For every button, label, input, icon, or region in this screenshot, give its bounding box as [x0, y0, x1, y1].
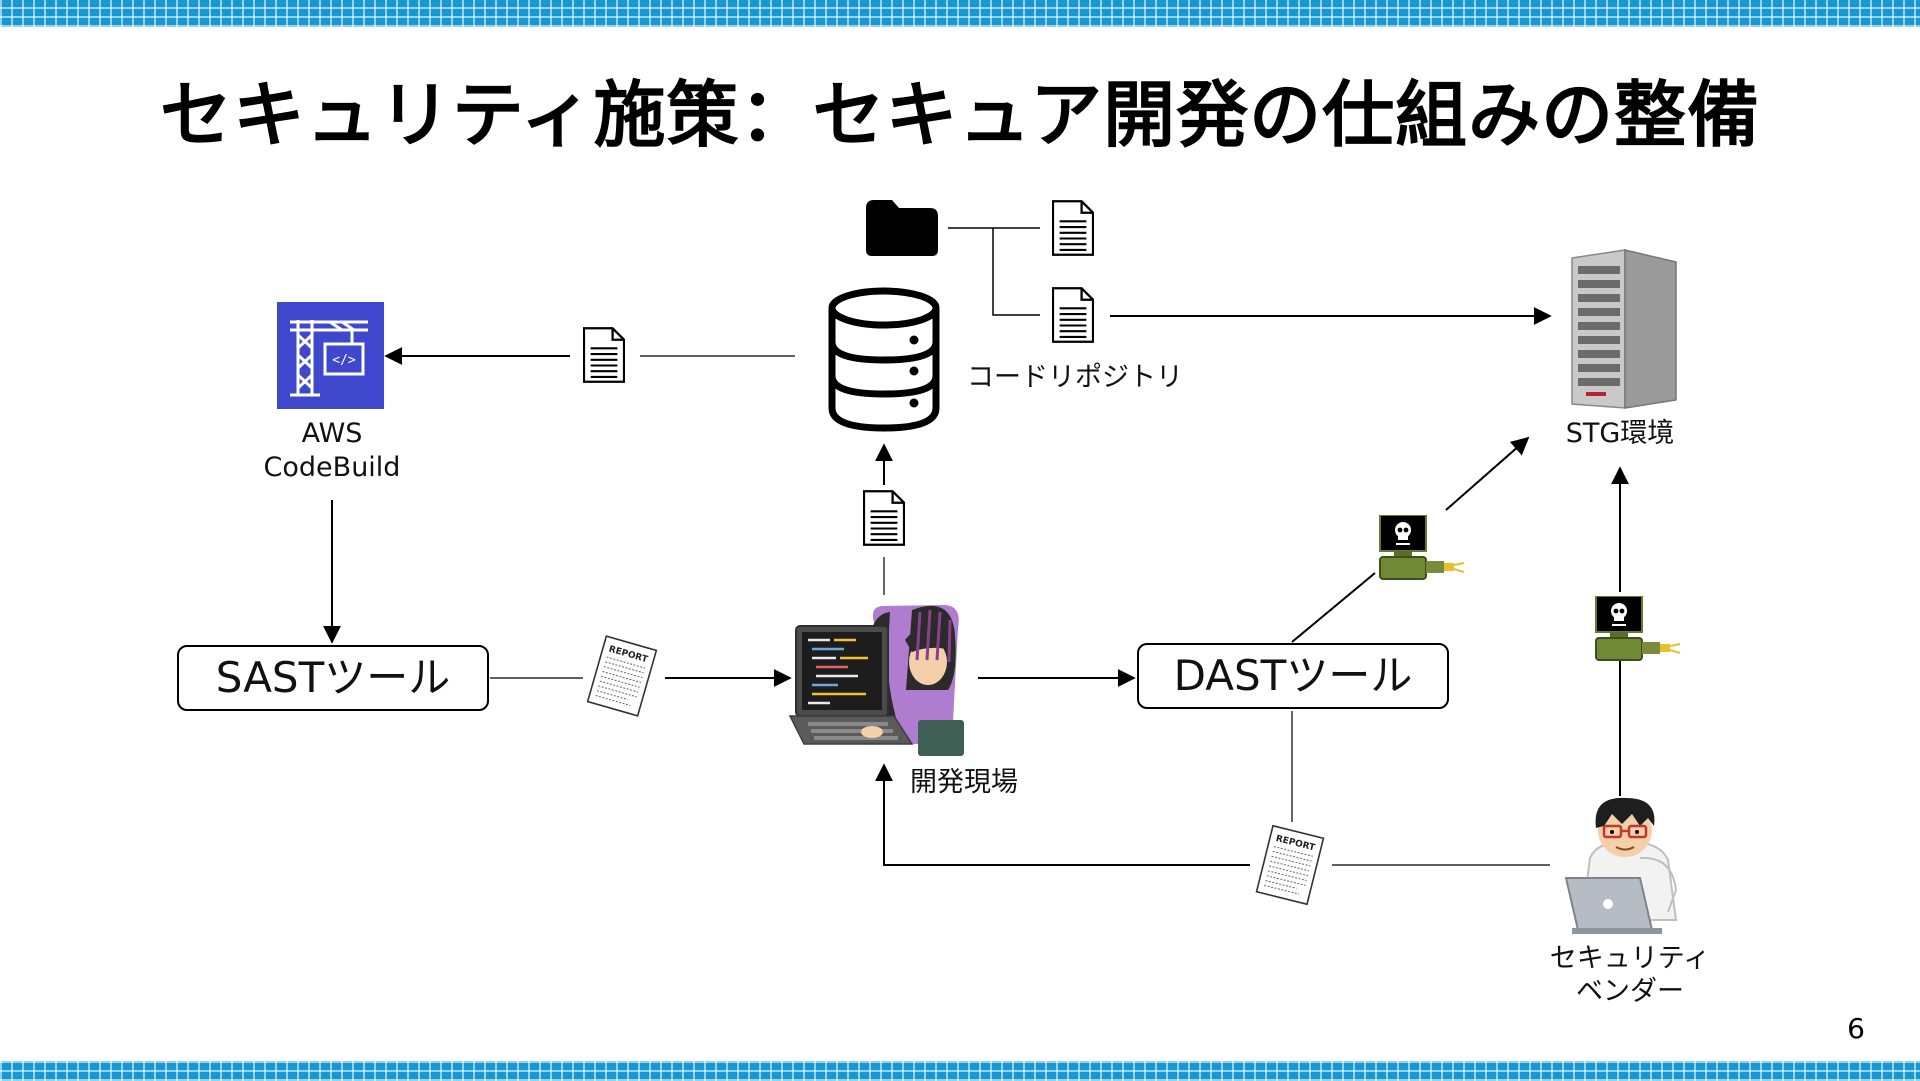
- edge-folder-branch: [992, 228, 1040, 316]
- codebuild-label-line1: AWS: [302, 418, 363, 449]
- bottom-decorative-band: [0, 1061, 1920, 1081]
- connectors: [323, 227, 1629, 866]
- aws-codebuild-icon: </>: [277, 302, 384, 409]
- document-icon: [1052, 287, 1094, 343]
- edge-report-to-dev: [875, 763, 1250, 866]
- top-decorative-band: [0, 0, 1920, 27]
- stg-label: STG環境: [1566, 418, 1675, 449]
- developer-laptop-icon: [788, 605, 964, 756]
- page-number: 6: [1847, 1012, 1865, 1045]
- security-engineer-icon: [1564, 797, 1678, 934]
- edge-attack-to-stg: [1445, 436, 1530, 511]
- dev-label: 開発現場: [910, 767, 1018, 798]
- dast-tool-box: DASTツール: [1137, 643, 1449, 709]
- svg-text:</>: </>: [332, 353, 356, 368]
- database-icon: [828, 287, 940, 432]
- edge-dast-attack: [1291, 572, 1376, 643]
- folder-icon: [866, 200, 938, 256]
- vendor-label-line2: ベンダー: [1576, 976, 1684, 1007]
- repository-label: コードリポジトリ: [967, 362, 1183, 393]
- dast-label: DASTツール: [1174, 651, 1413, 700]
- sast-label: SASTツール: [216, 653, 451, 702]
- document-icon: [863, 490, 905, 546]
- server-rack-icon: [1571, 249, 1677, 409]
- document-icon: [1052, 200, 1094, 256]
- vendor-label-line1: セキュリティ: [1550, 943, 1710, 974]
- slide-title: セキュリティ施策：セキュア開発の仕組みの整備: [159, 73, 1761, 157]
- skull-monitor-attack-icon: [1379, 515, 1465, 580]
- sast-tool-box: SASTツール: [177, 645, 489, 711]
- report-document-sast: REPORT: [586, 635, 658, 717]
- skull-monitor-attack-icon: [1595, 596, 1681, 661]
- document-icon: [583, 327, 625, 383]
- report-document-dast: REPORT: [1255, 824, 1325, 906]
- codebuild-label-line2: CodeBuild: [264, 452, 401, 483]
